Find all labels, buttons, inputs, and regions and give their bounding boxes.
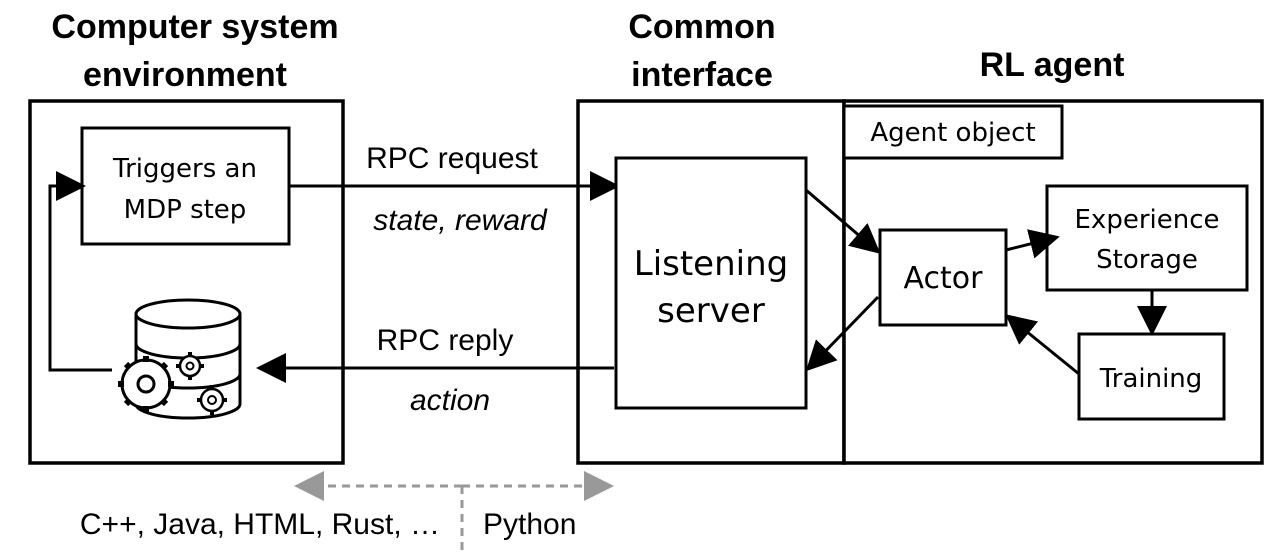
mdp-step-line2: MDP step [124, 195, 247, 225]
training-label: Training [1099, 364, 1203, 394]
training-box [1077, 332, 1226, 421]
env-title-line1: Computer system [51, 8, 338, 46]
agent-title: RL agent [980, 46, 1125, 84]
actor-to-server-arrow [805, 295, 880, 372]
actor-to-storage-arrow [1005, 229, 1060, 259]
interface-title-line1: Common [628, 8, 775, 46]
rpc-request-label: RPC request [366, 142, 538, 175]
server-to-actor-arrow [805, 188, 881, 254]
actor-label: Actor [904, 261, 984, 296]
language-left-label: C++, Java, HTML, Rust, … [80, 508, 440, 541]
experience-storage-line1: Experience [1075, 205, 1220, 235]
mdp-step-box [80, 126, 291, 246]
agent-object-box [842, 104, 1064, 160]
listening-server-line1: Listening [634, 244, 788, 284]
actor-box [878, 228, 1008, 327]
training-to-actor-arrow [1005, 314, 1080, 376]
listening-server-box [614, 156, 808, 410]
language-right-label: Python [483, 508, 576, 541]
interface-title-line2: interface [631, 56, 773, 94]
rpc-reply-payload: action [410, 384, 490, 417]
agent-object-label: Agent object [870, 118, 1035, 148]
experience-storage-line2: Storage [1096, 245, 1198, 275]
loop-arrow [48, 171, 112, 372]
env-title-line2: environment [83, 56, 287, 94]
experience-storage-box [1045, 184, 1249, 292]
listening-server-line2: server [657, 291, 765, 331]
rpc-request-payload: state, reward [373, 204, 548, 237]
rpc-reply-label: RPC reply [377, 324, 514, 357]
database-gears-icon [118, 298, 242, 420]
mdp-step-line1: Triggers an [112, 154, 257, 184]
